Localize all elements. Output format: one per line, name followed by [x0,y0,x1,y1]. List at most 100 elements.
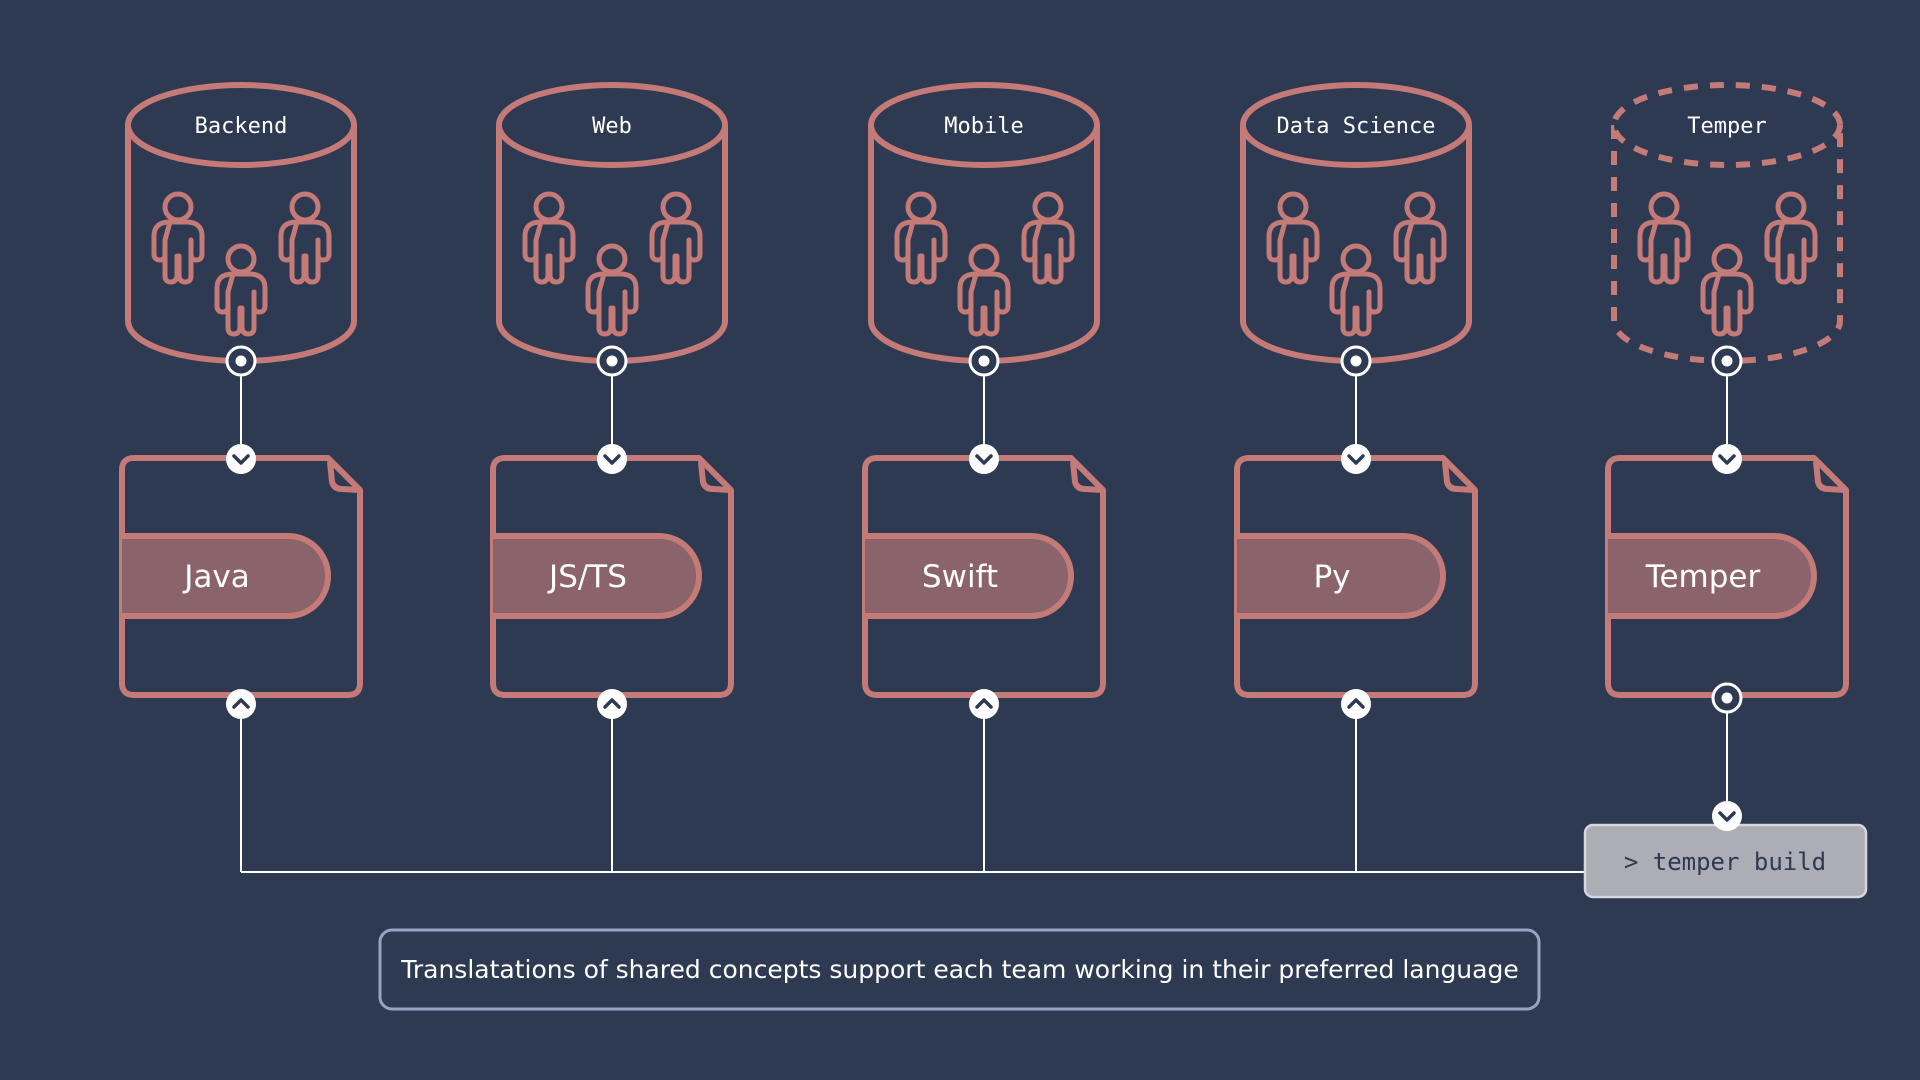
target-node-icon[interactable] [596,345,628,377]
language-document[interactable]: Java [119,455,363,698]
language-document[interactable]: Temper [1605,455,1849,698]
chevron-up-icon[interactable] [597,689,627,719]
chevron-node-circle [597,689,627,719]
team-cylinder[interactable]: Web [496,82,728,364]
person-body [1393,219,1447,285]
person-body [151,219,205,285]
cylinder-top [125,82,357,168]
person-body [649,219,703,285]
person-head [1277,191,1309,223]
chevron-node-circle [1712,444,1742,474]
caption-box [378,928,1541,1011]
chevron-glyph [603,454,621,465]
person-body [894,219,948,285]
target-node-icon[interactable] [1340,345,1372,377]
chevron-up-icon[interactable] [1341,689,1371,719]
team-name-label: Temper [1687,114,1766,139]
build-step: > temper build [1583,823,1868,899]
team-cylinder[interactable]: Backend [125,82,357,364]
chevron-node-circle [226,444,256,474]
team-name-label: Web [592,114,632,139]
person-head [289,191,321,223]
person-head [1032,191,1064,223]
chevron-glyph [1347,698,1365,709]
chevron-up-icon[interactable] [226,689,256,719]
team-name-label: Mobile [944,114,1023,139]
target-node-icon[interactable] [968,345,1000,377]
chevron-down-icon[interactable] [1712,444,1742,474]
person-head [968,243,1000,275]
document-outline [1605,455,1849,698]
language-document[interactable]: Swift [862,455,1106,698]
person-icon [649,191,703,285]
person-body [1266,219,1320,285]
person-icon [585,243,639,337]
document-outline [490,455,734,698]
node-dot [1721,355,1733,367]
person-head [162,191,194,223]
chevron-down-icon[interactable] [597,444,627,474]
person-body [214,271,268,337]
team-name-label: Data Science [1277,114,1436,139]
person-body [585,271,639,337]
cylinder-top [868,82,1100,168]
chevron-down-icon[interactable] [1341,444,1371,474]
person-icon [278,191,332,285]
language-pill [122,533,331,619]
team-members [522,191,703,337]
person-icon [1700,243,1754,337]
chevron-glyph [232,454,250,465]
chevron-glyph [1718,811,1736,822]
person-icon [957,243,1011,337]
document-fold [1813,461,1846,493]
person-head [225,243,257,275]
person-body [1764,219,1818,285]
person-head [1711,243,1743,275]
person-head [1775,191,1807,223]
chevron-glyph [975,454,993,465]
build-command-text: > temper build [1624,848,1826,876]
person-body [1637,219,1691,285]
person-icon [151,191,205,285]
language-label: Temper [1645,559,1761,595]
chevron-down-icon[interactable] [1712,801,1742,831]
language-document[interactable]: JS/TS [490,455,734,698]
team-cylinder[interactable]: Mobile [868,82,1100,364]
target-node-icon[interactable] [1711,682,1743,714]
target-node-icon[interactable] [1711,345,1743,377]
person-body [278,219,332,285]
chevron-glyph [232,698,250,709]
person-head [1404,191,1436,223]
chevron-node-circle [969,444,999,474]
chevron-up-icon[interactable] [969,689,999,719]
team-cylinder[interactable]: Data Science [1240,82,1472,364]
document-fold [327,461,360,493]
team-members [1637,191,1818,337]
document-outline [862,455,1106,698]
team-name-label: Backend [195,114,288,139]
person-icon [1266,191,1320,285]
caption-text: Translatations of shared concepts suppor… [400,955,1518,984]
person-body [1021,219,1075,285]
person-head [1340,243,1372,275]
target-node-icon[interactable] [225,345,257,377]
person-icon [1764,191,1818,285]
chevron-down-icon[interactable] [226,444,256,474]
person-head [533,191,565,223]
chevron-down-icon[interactable] [969,444,999,474]
person-icon [1393,191,1447,285]
language-document[interactable]: Py [1234,455,1478,698]
node-dot [978,355,990,367]
language-label: Swift [922,559,998,595]
chevron-node-circle [226,689,256,719]
team-cylinder-dashed[interactable]: Temper [1611,82,1843,364]
person-head [1648,191,1680,223]
chevron-glyph [1347,454,1365,465]
person-icon [522,191,576,285]
chevron-node-circle [1341,689,1371,719]
person-body [1700,271,1754,337]
